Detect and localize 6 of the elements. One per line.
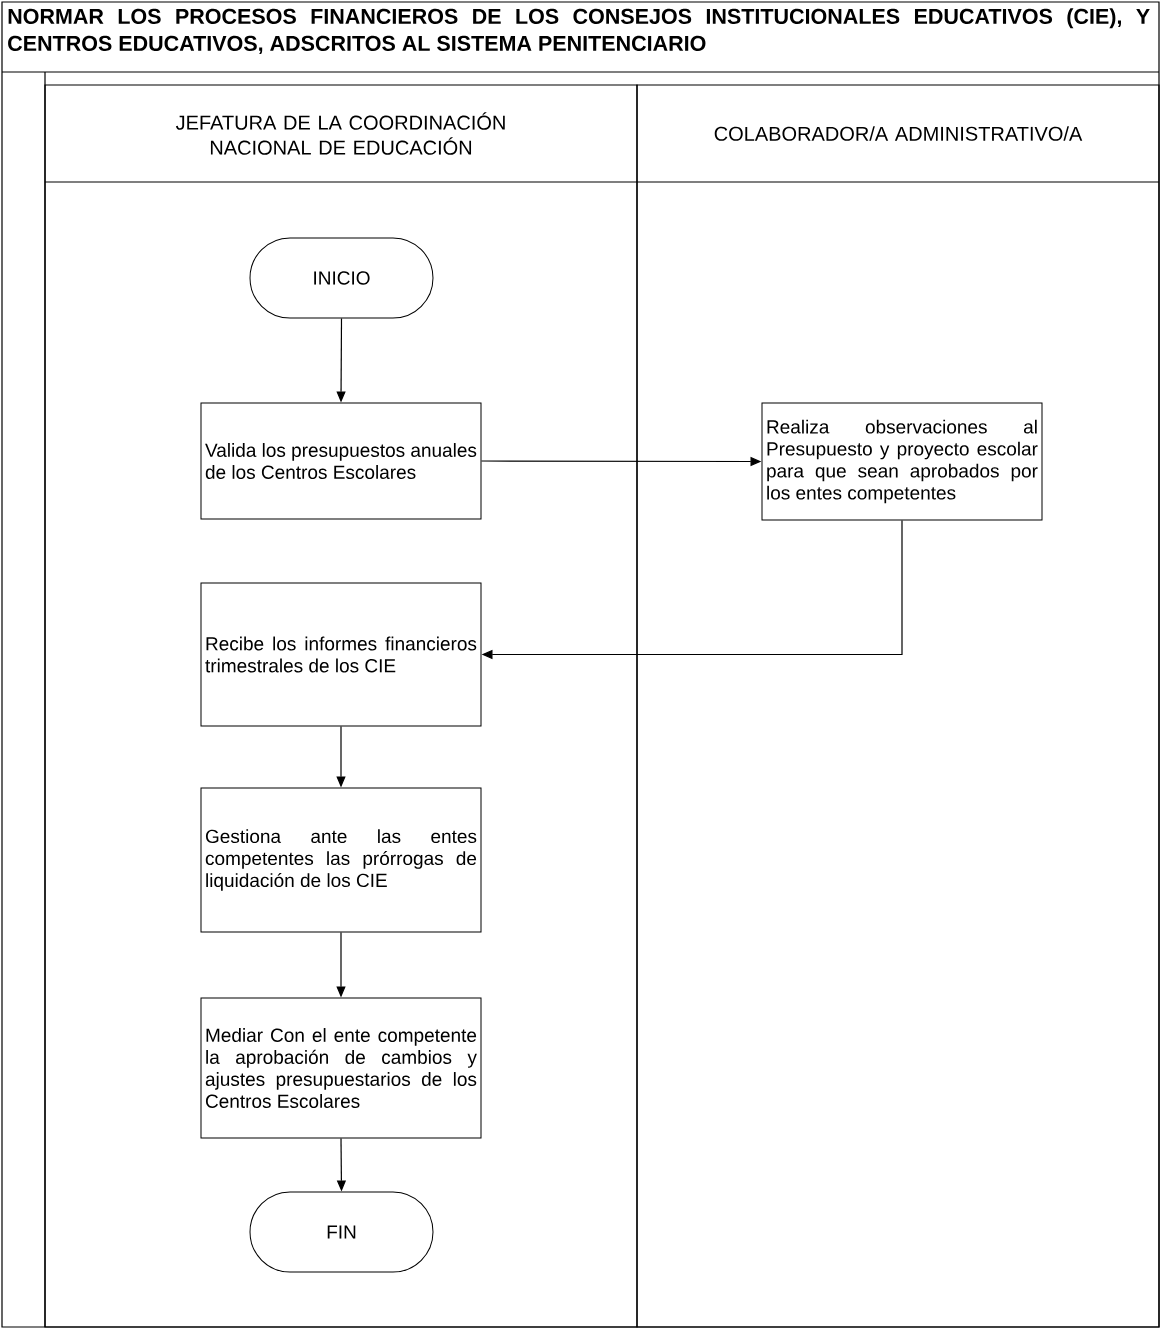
process-box: Recibe los informes financieros trimestrales de los CIE — [200, 582, 482, 727]
process-box: Realiza observaciones al Presupuesto y proyecto escolar para que sean aprobados por los entes competentes — [761, 402, 1043, 521]
process-box: Gestiona ante las entes competentes las prórrogas de liquidación de los CIE — [200, 787, 482, 933]
process-box: Mediar Con el ente competente la aprobación de cambios y ajustes presupuestarios de los Centros Escolares — [200, 997, 482, 1139]
title: NORMAR LOS PROCESOS FINANCIEROS DE LOS CONSEJOS INSTITUCIONALES EDUCATIVOS (CIE), Y CENTROS EDUCATIVOS, ADSCRITOS AL SISTEMA PENITENCIARIO — [8, 8, 1150, 55]
process-box: Valida los presupuestos anuales de los Centros Escolares — [200, 402, 482, 520]
